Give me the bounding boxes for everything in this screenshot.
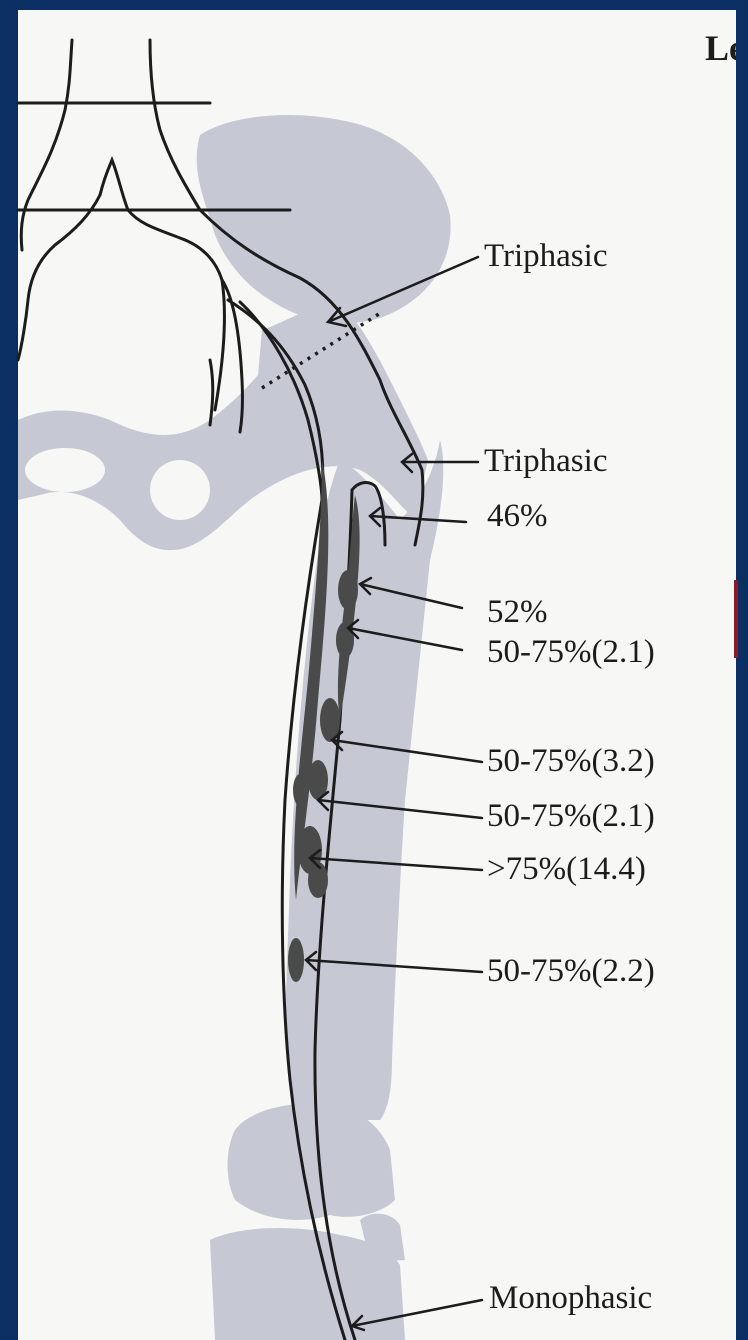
annotation-sfa-segment-5: 50-75%(2.2) [487, 955, 655, 988]
knee-joint [228, 1104, 396, 1220]
annotation-popliteal: Monophasic [489, 1282, 652, 1315]
annotation-sfa-segment-3: 50-75%(2.1) [487, 800, 655, 833]
annotation-profunda-stenosis: 46% [487, 500, 548, 533]
bone-silhouettes [18, 115, 451, 1340]
annotation-sfa-segment-4: >75%(14.4) [487, 853, 646, 886]
annotation-bifurcation: Triphasic [484, 445, 607, 478]
annotation-sfa-segment-2: 50-75%(3.2) [487, 745, 655, 778]
page-title: Le [705, 30, 736, 66]
ilium-wing [197, 115, 451, 323]
annotation-common-femoral: Triphasic [484, 240, 607, 273]
annotation-sfa-proximal: 52% [487, 596, 548, 629]
annotation-sfa-segment-1: 50-75%(2.1) [487, 636, 655, 669]
